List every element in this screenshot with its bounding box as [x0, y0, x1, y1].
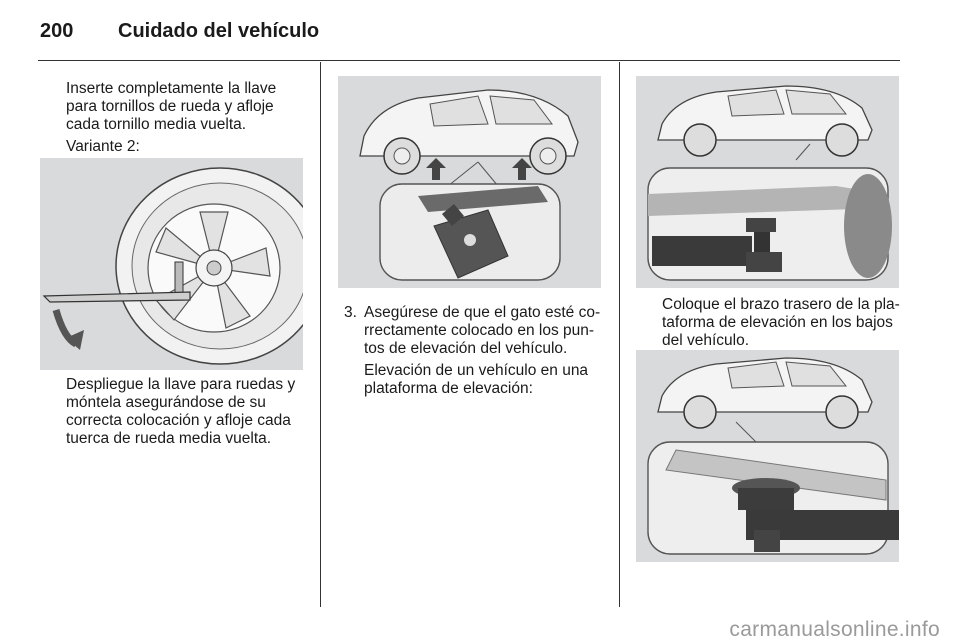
column-divider-right [619, 62, 620, 607]
paragraph-lift-platform: Elevación de un vehículo en una platafor… [364, 362, 589, 397]
paragraph-rear-arm: Coloque el brazo trasero de la pla­tafor… [662, 296, 900, 349]
variant-label: Variante 2: [66, 138, 140, 155]
illustration-lift-arm-rear [636, 76, 899, 288]
illustration-wheel-wrench [40, 158, 303, 370]
watermark: carmanualsonline.info [729, 618, 940, 641]
illustration-lift-arm-underbody [636, 350, 899, 562]
page-title: Cuidado del vehículo [118, 20, 320, 42]
paragraph-insert-wrench: Inserte completamente la llave para torn… [66, 80, 277, 133]
step-number: 3. [344, 304, 357, 321]
column-divider-left [320, 62, 321, 607]
illustration-jack-points [338, 76, 601, 288]
header-rule [38, 60, 900, 61]
paragraph-jack-position: Asegúrese de que el gato esté co­rrectam… [364, 304, 601, 357]
page-number: 200 [40, 20, 74, 42]
paragraph-unfold-wrench: Despliegue la llave para ruedas y móntel… [66, 376, 296, 447]
